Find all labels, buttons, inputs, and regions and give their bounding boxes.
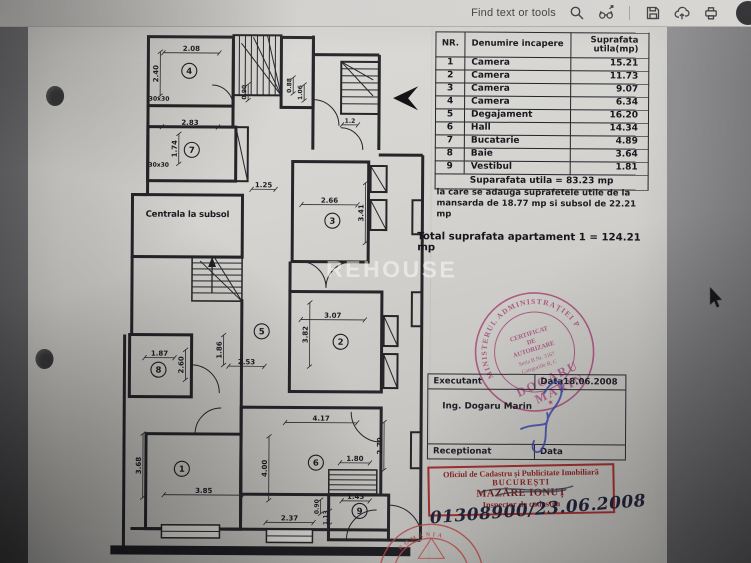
svg-text:3: 3 — [329, 217, 335, 227]
room-number: 2 — [332, 333, 349, 350]
dim-label: 1.13 — [323, 510, 330, 525]
profile-avatar[interactable] — [736, 1, 751, 25]
svg-text:5: 5 — [259, 327, 265, 337]
upload-cloud-icon[interactable] — [674, 5, 690, 21]
room-number: 5 — [253, 323, 270, 340]
dim-label: 4.00 — [261, 460, 269, 477]
dim-label: 2.70 — [376, 437, 384, 454]
executant-label: Executant — [428, 374, 536, 389]
room-number: 9 — [351, 502, 368, 519]
scanned-document-page: Centrala la subsol 2.08 2.40 30x30 0.90 0.88… — [28, 26, 667, 563]
bottom-round-stamp: ROMÂNIA — [378, 523, 484, 563]
dim-label: 30x30 — [148, 162, 169, 169]
dim-label: 1.80 — [346, 455, 363, 463]
dim-label: 1.86 — [216, 341, 224, 358]
col-header-area: Suprafata utila(mp) — [570, 32, 650, 59]
dim-label: 2.60 — [177, 356, 185, 373]
dim-label: 0.88 — [286, 78, 293, 93]
dim-label: 3.85 — [195, 487, 212, 495]
receptionat-data-label: Data — [539, 447, 563, 458]
room-number: 7 — [183, 141, 200, 158]
dim-label: 3.41 — [357, 204, 365, 221]
dim-label: 2.66 — [321, 197, 338, 205]
executant-table: Executant Data 18.06.2008 Ing. Dogaru Ma… — [426, 373, 627, 461]
total-area-line: Total suprafata apartament 1 = 124.21 mp — [417, 231, 641, 254]
svg-text:2: 2 — [338, 338, 344, 348]
data-label: Data — [540, 377, 564, 388]
print-icon[interactable] — [703, 5, 719, 21]
col-header-name: Denumire incapere — [464, 32, 572, 58]
svg-text:4: 4 — [186, 67, 192, 77]
svg-text:8: 8 — [155, 366, 161, 376]
receptionat-label: Receptionat — [427, 444, 536, 459]
executant-date: 18.06.2008 — [563, 377, 618, 388]
dim-label: 2.83 — [181, 119, 198, 127]
dim-label: 1.25 — [255, 181, 272, 189]
toolbar-separator — [629, 6, 630, 20]
room-numbers: 4 7 3 2 5 8 1 6 9 — [150, 62, 368, 519]
dim-label: 3.82 — [302, 326, 310, 343]
entrance-arrow — [393, 86, 419, 111]
addendum-note: la care se adauga suprafetele utile de l… — [436, 187, 637, 220]
find-text-label[interactable]: Find text or tools — [471, 7, 556, 19]
room-area-table: NR. Denumire incapere Suprafata utila(mp… — [435, 31, 650, 191]
mouse-cursor — [709, 286, 723, 308]
watermark-text: REHOUSE — [325, 255, 458, 283]
dim-label: 1.74 — [171, 140, 179, 157]
room-number: 3 — [324, 212, 341, 229]
room-number: 8 — [150, 361, 167, 378]
dim-label: 1.06 — [297, 85, 304, 100]
dim-label: 3.07 — [324, 312, 341, 320]
svg-text:7: 7 — [189, 146, 195, 156]
dim-label: 2.08 — [183, 45, 200, 53]
dim-label: 0.90 — [241, 85, 248, 100]
dim-label: 30x30 — [149, 96, 170, 103]
save-icon[interactable] — [645, 5, 661, 21]
dim-label: 1.87 — [151, 350, 168, 358]
dim-label: 3.68 — [135, 457, 143, 474]
hole-punch — [35, 348, 54, 370]
dim-label: 0.90 — [314, 499, 321, 514]
centrala-label: Centrala la subsol — [146, 210, 230, 221]
col-header-nr: NR. — [435, 31, 466, 58]
dim-label: 4.17 — [312, 415, 329, 423]
dim-label: 2.37 — [281, 514, 298, 522]
room-number: 1 — [173, 460, 190, 477]
dim-label: 1.2 — [345, 118, 356, 125]
svg-text:1: 1 — [179, 465, 185, 475]
room-number: 6 — [307, 454, 324, 471]
dim-label: 2.40 — [152, 65, 160, 82]
hole-punch — [46, 85, 65, 107]
dim-label: 1.43 — [347, 493, 364, 501]
engineer-name: Ing. Dogaru Marin — [442, 401, 533, 412]
search-icon[interactable] — [569, 5, 585, 21]
room-number: 4 — [181, 62, 198, 79]
pdf-toolbar: Find text or tools — [0, 0, 751, 27]
dim-label: 2.53 — [238, 358, 255, 366]
read-aloud-glasses-icon[interactable] — [598, 5, 614, 21]
svg-text:9: 9 — [357, 507, 363, 517]
svg-text:6: 6 — [313, 459, 319, 469]
